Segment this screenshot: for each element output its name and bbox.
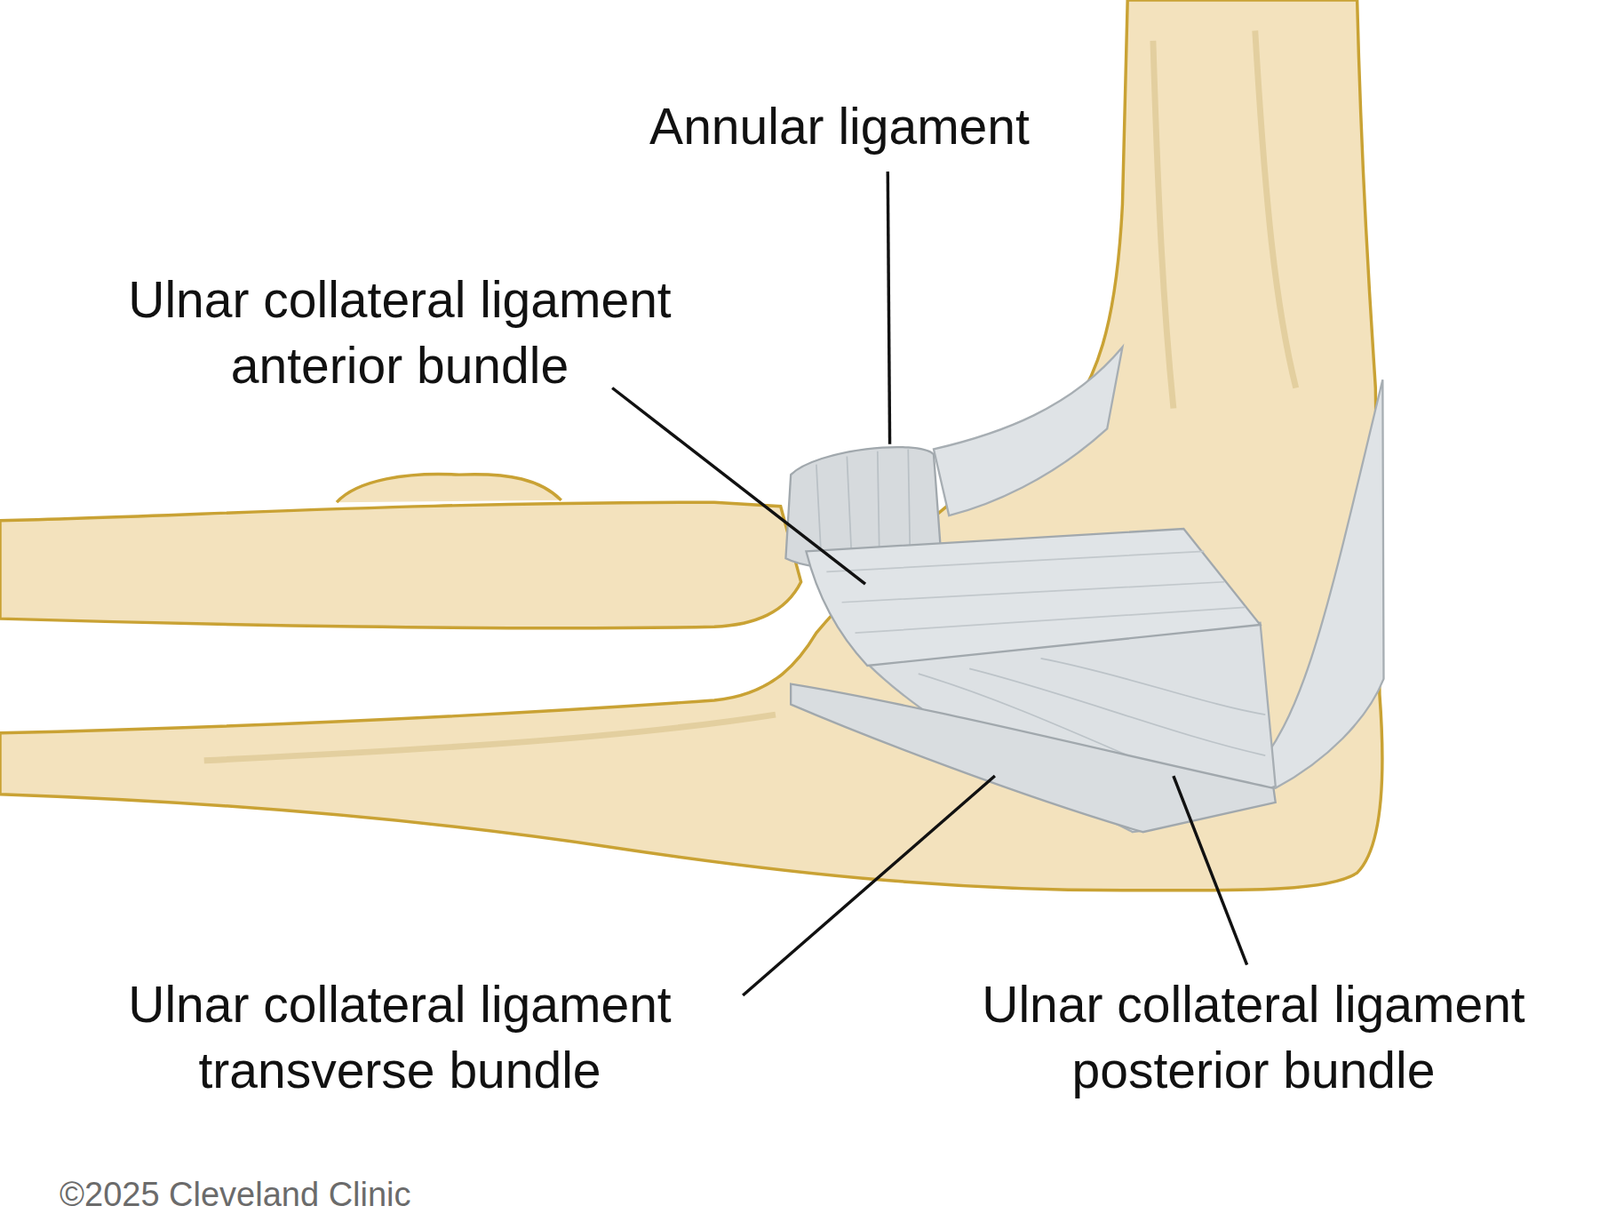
humerus-ulna-bone [0, 0, 1383, 891]
part-label: Ulnar collateral ligament posterior bund… [915, 971, 1593, 1103]
part-label: Ulnar collateral ligament anterior bundl… [35, 266, 765, 399]
part-label: Annular ligament [568, 93, 1111, 160]
radial-tuberosity [336, 473, 562, 502]
anterior-bundle [805, 528, 1260, 666]
copyright-watermark: ©2025 Cleveland Clinic [59, 1172, 682, 1217]
joint-capsule [933, 347, 1123, 517]
radius-bone [0, 501, 802, 629]
transverse-bundle [790, 684, 1276, 833]
part-label: Ulnar collateral ligament transverse bun… [35, 971, 765, 1103]
ligament-fibers [826, 550, 1245, 633]
leader-line [612, 171, 1247, 996]
